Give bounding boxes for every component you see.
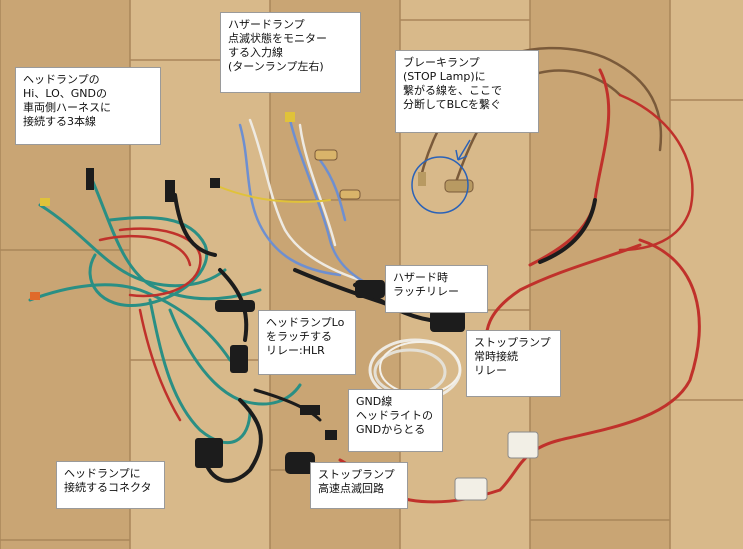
stop-relay-label: ストップランプ 常時接続 リレー: [466, 330, 561, 397]
highlight-circle: [411, 156, 469, 214]
relay-blocks: [325, 280, 465, 440]
gnd-wire-label: GND線 ヘッドライトの GNDからとる: [348, 389, 443, 452]
hazard-wire-terminals: [210, 112, 361, 200]
headlamp-lo-relay-label: ヘッドランプLo をラッチする リレー:HLR: [258, 310, 356, 375]
connectors-left: [30, 168, 320, 468]
hazard-relay-label: ハザード時 ラッチリレー: [385, 265, 488, 313]
hazard-input-label: ハザードランプ 点滅状態をモニター する入力線 (ターンランプ左右): [220, 12, 361, 93]
wood-plank: [670, 0, 743, 549]
brake-wire-terminals: [418, 172, 474, 193]
brake-lamp-label: ブレーキランプ (STOP Lamp)に 繋がる線を、ここで 分断してBLCを繋…: [395, 50, 539, 133]
highlight-arrow: [455, 139, 471, 161]
wood-plank: [530, 0, 670, 549]
teal-wire-bundle: [28, 173, 322, 483]
headlamp-3-wires-label: ヘッドランプの Hi、LO、GNDの 車両側ハーネスに 接続する3本線: [15, 67, 161, 145]
headlamp-connector-label: ヘッドランプに 接続するコネクタ: [56, 461, 165, 509]
stop-lamp-connectors: [285, 431, 539, 501]
stop-flash-circuit-label: ストップランプ 高速点滅回路: [310, 462, 408, 509]
